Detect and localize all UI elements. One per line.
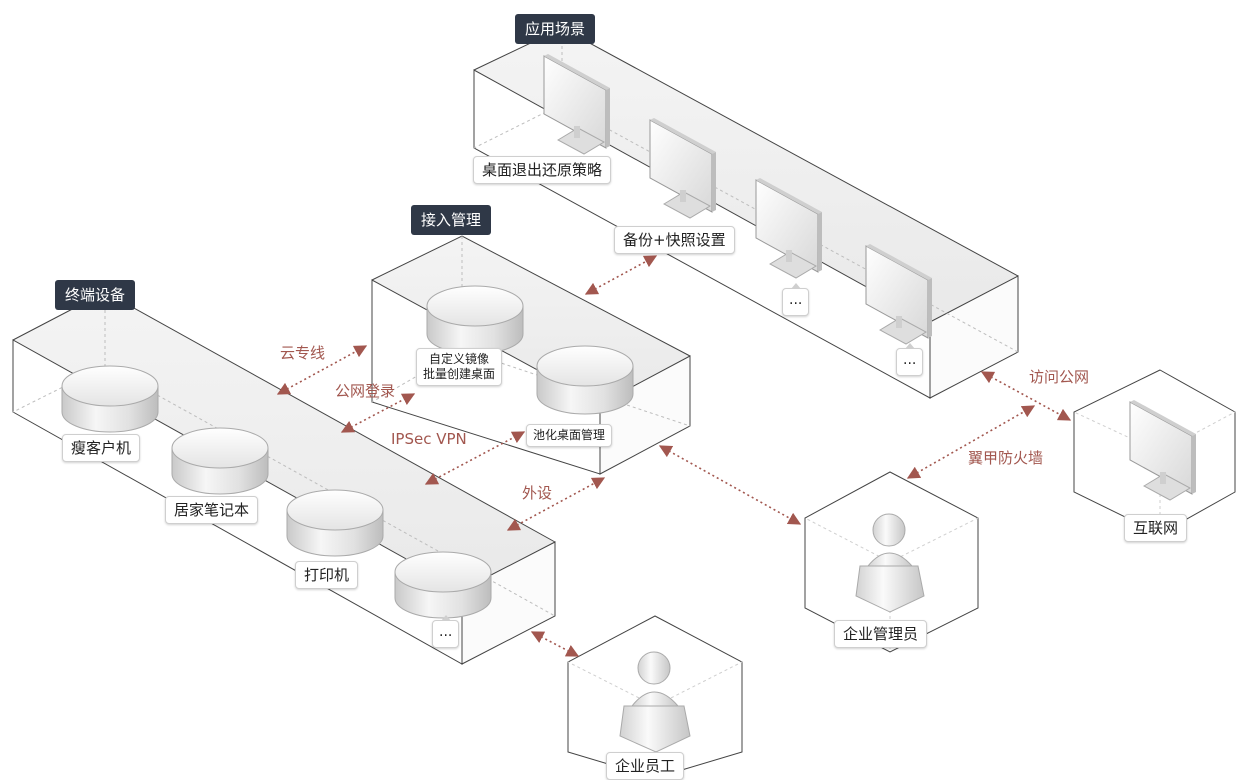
connector-ipsec (424, 431, 526, 485)
admin-user-icon (855, 513, 925, 613)
connector-cloud-line (276, 345, 368, 395)
label-custom-image-line1: 自定义镜像 (429, 352, 490, 366)
label-backup-snapshot: 备份+快照设置 (614, 226, 735, 254)
connector-peripheral (506, 477, 606, 531)
connector-label-public-login: 公网登录 (335, 382, 396, 400)
label-custom-image-line2: 批量创建桌面 (423, 367, 496, 381)
connector-public-login (340, 393, 416, 433)
thin-client-icon (61, 365, 159, 433)
label-terminal-more: ... (432, 615, 460, 648)
label-printer: 打印机 (295, 561, 359, 589)
connector-app-access (584, 255, 658, 295)
connector-label-firewall: 翼甲防火墙 (968, 449, 1044, 467)
label-app-more-1: ... (782, 283, 810, 316)
label-desktop-restore: 桌面退出还原策略 (473, 156, 612, 184)
monitor-icon (649, 118, 716, 219)
connectors (276, 255, 1072, 657)
employee-user-icon (619, 651, 691, 753)
label-enterprise-employee: 企业员工 (606, 752, 685, 780)
group-tag-app-scene: 应用场景 (515, 14, 596, 44)
connector-admin (658, 445, 802, 525)
group-tag-access-mgmt: 接入管理 (411, 205, 492, 235)
internet-monitor-icon (1129, 400, 1196, 501)
monitor-icon (755, 178, 822, 279)
label-custom-image: 自定义镜像 批量创建桌面 (416, 348, 503, 386)
more-terminal-icon (394, 551, 492, 619)
pooled-desktop-icon (536, 345, 634, 415)
connector-label-cloud-line: 云专线 (280, 344, 326, 362)
connector-firewall (906, 405, 1036, 479)
connector-employee (530, 631, 580, 657)
connector-label-internet-access: 访问公网 (1029, 368, 1090, 386)
label-thin-client: 瘦客户机 (62, 434, 141, 462)
label-pooled-desktop: 池化桌面管理 (526, 424, 613, 447)
connector-internet-app (980, 371, 1072, 421)
monitor-icon (865, 244, 932, 345)
home-laptop-icon (171, 427, 269, 495)
label-home-laptop: 居家笔记本 (165, 496, 259, 524)
printer-icon (286, 489, 384, 557)
connector-label-peripheral: 外设 (522, 484, 553, 502)
monitor-icon (543, 54, 610, 155)
label-app-more-2: ... (896, 343, 924, 376)
group-tag-terminal: 终端设备 (55, 280, 136, 310)
custom-image-icon (426, 285, 524, 355)
connector-label-ipsec-vpn: IPSec VPN (391, 430, 467, 448)
label-enterprise-admin: 企业管理员 (834, 620, 928, 648)
label-internet: 互联网 (1124, 514, 1188, 542)
